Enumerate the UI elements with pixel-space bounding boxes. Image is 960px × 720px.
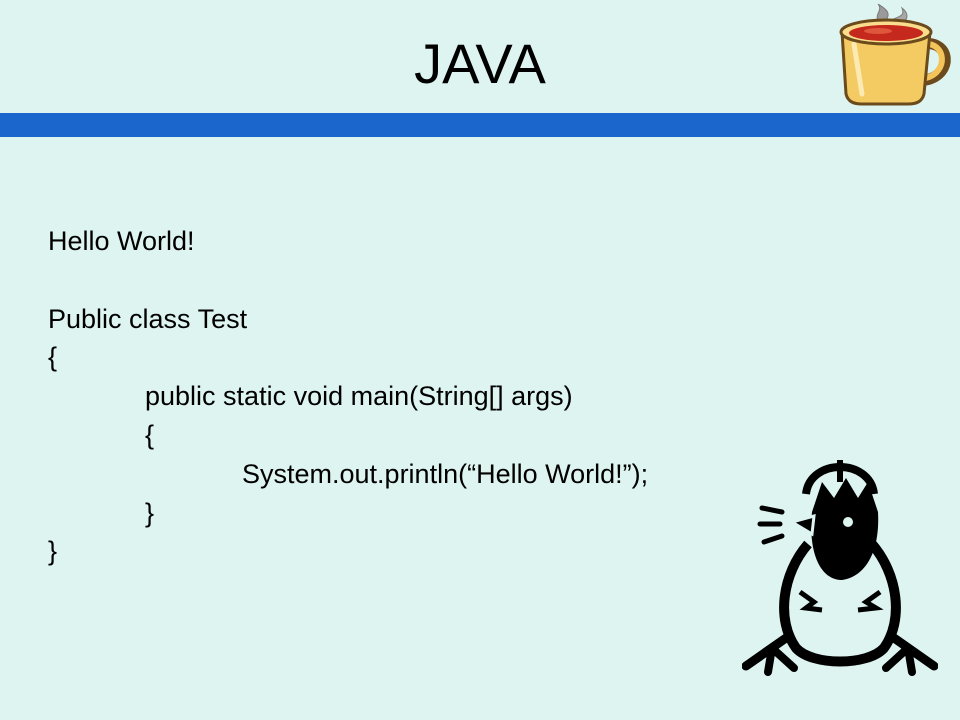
- hatching-chick-icon: [742, 460, 938, 676]
- code-line: Hello World!: [48, 226, 195, 256]
- code-line: {: [145, 419, 155, 450]
- code-line: public static void main(String[] args): [145, 381, 573, 412]
- title-divider-bar: [0, 113, 960, 137]
- code-block: Hello World! Public class Test { public …: [48, 222, 648, 571]
- slide-title: JAVA: [414, 32, 546, 95]
- coffee-cup-icon: [839, 3, 951, 106]
- code-line: System.out.println(“Hello World!”);: [242, 458, 649, 489]
- code-line: {: [48, 342, 58, 373]
- code-line: [48, 261, 648, 300]
- code-line: }: [145, 497, 155, 528]
- code-line: }: [48, 536, 58, 567]
- code-line: Public class Test: [48, 303, 248, 334]
